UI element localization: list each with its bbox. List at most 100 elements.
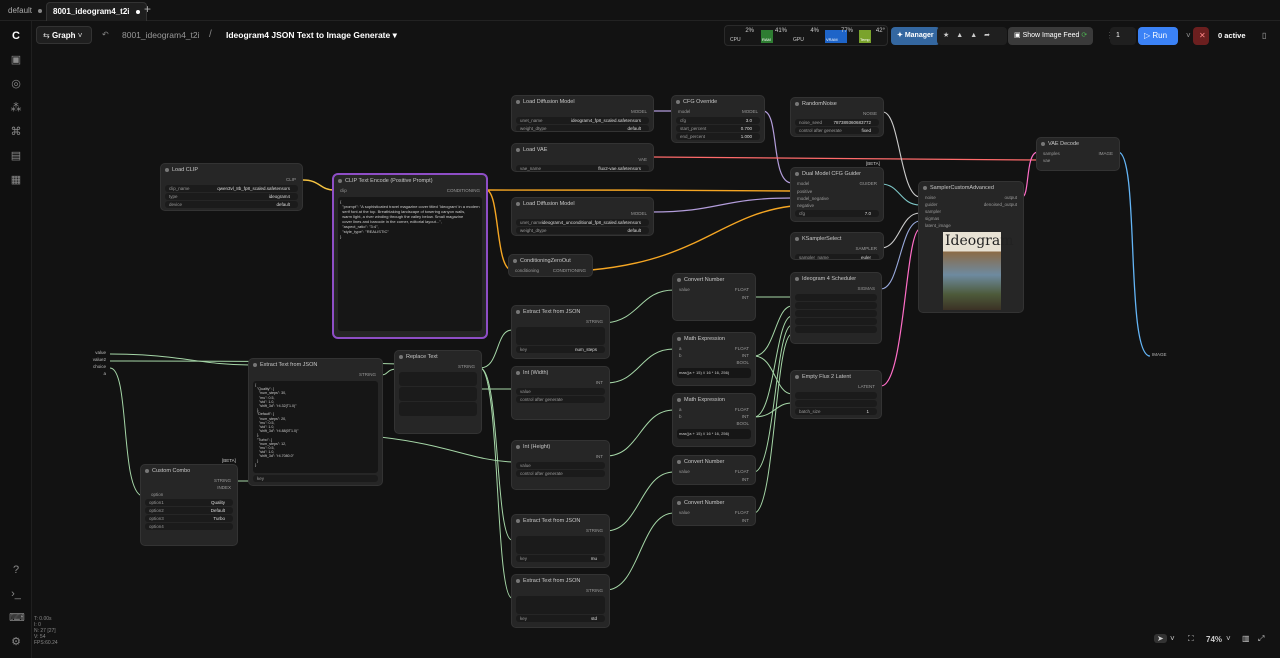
node-output[interactable]: INT	[673, 294, 755, 302]
run-options-icon[interactable]: ˅	[1186, 31, 1191, 40]
custom-combo-node[interactable]: Custom Combo STRING INDEX option option1…	[140, 464, 238, 546]
manager-button[interactable]: ✦ Manager	[891, 27, 940, 45]
fit-view-icon[interactable]: ⛶	[1188, 634, 1194, 643]
help-icon[interactable]: ?	[12, 564, 20, 576]
linked-widget[interactable]	[795, 318, 877, 325]
breadcrumb-workflow[interactable]: 8001_ideogram4_t2i	[116, 26, 206, 44]
subgraph-title-button[interactable]: Ideogram4 JSON Text to Image Generate ▾	[220, 26, 403, 44]
quick-actions[interactable]: ★▲▲➦	[937, 27, 1007, 45]
preview-image[interactable]: Ideogram	[943, 232, 1013, 310]
node-output[interactable]: BOOL	[673, 420, 755, 427]
node-input[interactable]: negative	[791, 202, 883, 209]
back-button[interactable]: ↶	[96, 26, 115, 44]
json-textarea[interactable]: { "Quality": { "num_steps": 30, "mu": 0.…	[253, 381, 378, 473]
node-output[interactable]: LATENT	[791, 383, 881, 391]
terminal-icon[interactable]: ›_	[11, 588, 21, 600]
json-text-widget[interactable]	[516, 327, 605, 345]
select-tool-icon[interactable]: ➤	[1154, 634, 1167, 643]
node-output[interactable]: SAMPLER	[791, 245, 883, 253]
node-input[interactable]: vae	[1037, 157, 1119, 164]
option-input[interactable]: option	[141, 491, 237, 498]
node-output[interactable]: INT	[512, 379, 609, 387]
templates-icon[interactable]: ▦	[10, 174, 22, 186]
value-widget[interactable]: value	[516, 462, 605, 469]
node-output[interactable]: INT	[673, 517, 755, 525]
node-output[interactable]: CLIP	[161, 176, 302, 184]
ideogram4-scheduler-node[interactable]: Ideogram 4 Scheduler SIGMAS	[790, 272, 882, 344]
value-widget[interactable]: value	[516, 388, 605, 395]
json-text-widget[interactable]	[516, 596, 605, 614]
share-icon[interactable]: ➦	[984, 32, 998, 39]
find-widget[interactable]	[399, 387, 477, 401]
node-output[interactable]: VAE	[512, 156, 653, 164]
alert-icon[interactable]: ▲	[956, 32, 971, 39]
control-widget[interactable]: control after generate	[516, 396, 605, 403]
node-output[interactable]: STRING	[512, 527, 609, 535]
chevron-down-icon[interactable]: ˅	[1170, 634, 1175, 643]
text-widget[interactable]	[399, 372, 477, 386]
queue-count-input[interactable]: 1	[1110, 27, 1136, 45]
node-output[interactable]: MODEL	[512, 210, 653, 218]
node-output[interactable]: INDEX	[141, 484, 237, 491]
linked-widget[interactable]	[795, 392, 877, 399]
graph-canvas[interactable]	[32, 21, 1280, 658]
node-output[interactable]: STRING	[512, 318, 609, 326]
extract-text-json-main-node[interactable]: Extract Text from JSON STRING { "Quality…	[248, 358, 383, 486]
expression-textarea[interactable]: max((a + 15) // 16 * 16, 256)	[677, 368, 751, 378]
control-widget[interactable]: control after generate	[516, 470, 605, 477]
nodes-icon[interactable]: ◎	[11, 78, 21, 90]
comfy-logo-icon[interactable]: C	[12, 30, 20, 42]
node-output[interactable]: NOISE	[791, 110, 883, 118]
replace-text-node[interactable]: Replace Text STRING	[394, 350, 482, 434]
node-input[interactable]: latent_image	[919, 222, 1023, 229]
node-input[interactable]: positive	[791, 188, 883, 195]
expression-textarea[interactable]: max((a + 15) // 16 * 16, 256)	[677, 429, 751, 439]
replace-widget[interactable]	[399, 402, 477, 416]
node-library-icon[interactable]: ⁂	[10, 102, 22, 114]
linked-widget[interactable]	[795, 400, 877, 407]
node-output[interactable]: STRING	[395, 363, 481, 371]
node-output[interactable]: MODEL	[512, 108, 653, 116]
settings-gear-icon[interactable]: ⚙	[11, 636, 21, 648]
